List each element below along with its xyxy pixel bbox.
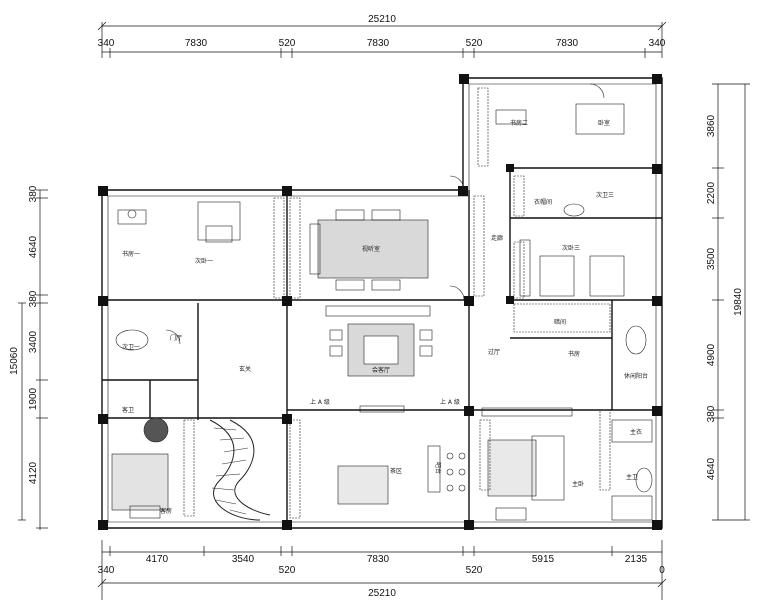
label-dark-room: 暗间 <box>554 318 566 326</box>
right-seg-6: 4640 <box>706 457 717 480</box>
label-master: 主卧 <box>572 480 584 488</box>
label-master-bath: 主卫 <box>626 473 638 481</box>
label-study-1: 书房一 <box>122 250 140 258</box>
top-seg-3: 520 <box>279 38 296 49</box>
label-bedroom-3: 次卧三 <box>562 244 580 252</box>
label-dress-area: 主衣 <box>630 428 642 436</box>
bottom-seg-8: 2135 <box>625 554 648 565</box>
stair-note-left: 上 A 级 <box>310 398 330 406</box>
walls <box>101 77 663 529</box>
right-seg-5: 380 <box>706 405 717 422</box>
label-guest-bath: 客卫 <box>122 406 134 414</box>
left-seg-4: 3400 <box>28 330 39 353</box>
right-seg-2: 2200 <box>706 181 717 204</box>
label-study-small: 书房 <box>568 350 580 358</box>
left-seg-2: 4640 <box>28 235 39 258</box>
label-video-room: 视听室 <box>362 245 380 253</box>
stair-note-right: 上 A 级 <box>440 398 460 406</box>
label-bedroom-top: 卧室 <box>598 119 610 127</box>
top-seg-6: 7830 <box>556 38 579 49</box>
label-foyer: 玄关 <box>239 365 251 373</box>
bottom-seg-9: 0 <box>659 565 665 576</box>
left-seg-6: 4120 <box>28 461 39 484</box>
label-lounge: 茶区 <box>390 467 402 475</box>
structural-columns <box>98 74 662 530</box>
right-total-label: 19840 <box>733 288 744 316</box>
right-seg-1: 3860 <box>706 114 717 137</box>
right-seg-4: 4900 <box>706 343 717 366</box>
left-seg-5: 1900 <box>28 387 39 410</box>
top-seg-7: 340 <box>649 38 666 49</box>
bottom-total-label: 25210 <box>368 588 396 599</box>
label-balcony: 休闲阳台 <box>624 372 648 380</box>
dimension-labels: 25210 340 7830 520 7830 520 7830 340 340… <box>9 14 744 599</box>
label-hall-right: 过厅 <box>488 348 500 356</box>
top-seg-1: 340 <box>98 38 115 49</box>
label-living-room: 会客厅 <box>372 366 390 374</box>
right-seg-3: 3500 <box>706 247 717 270</box>
top-seg-5: 520 <box>466 38 483 49</box>
label-bedroom-2: 次卧一 <box>195 257 213 265</box>
bottom-seg-3: 3540 <box>232 554 255 565</box>
label-bar: 吧台 <box>434 462 442 474</box>
furniture <box>111 83 653 521</box>
bottom-seg-4: 520 <box>279 565 296 576</box>
label-corridor: 走廊 <box>491 234 503 242</box>
label-door-hall: 门厅 <box>170 334 182 342</box>
room-labels: 书房二 卧室 衣帽间 次卫三 走廊 次卧三 书房一 次卧一 视听室 次卫一 门厅… <box>122 119 648 515</box>
bottom-seg-5: 7830 <box>367 554 390 565</box>
bottom-seg-1: 340 <box>98 565 115 576</box>
top-total-label: 25210 <box>368 14 396 25</box>
top-seg-2: 7830 <box>185 38 208 49</box>
label-bath-1: 次卫一 <box>122 343 140 351</box>
top-seg-4: 7830 <box>367 38 390 49</box>
label-study-2: 书房二 <box>510 119 528 127</box>
left-seg-3: 380 <box>28 290 39 307</box>
label-cloakroom: 衣帽间 <box>534 198 552 206</box>
bottom-seg-7: 5915 <box>532 554 555 565</box>
label-bath-3: 次卫三 <box>596 191 614 199</box>
left-total-label: 15060 <box>9 347 20 375</box>
bottom-seg-2: 4170 <box>146 554 169 565</box>
bottom-seg-6: 520 <box>466 565 483 576</box>
left-seg-1: 380 <box>28 185 39 202</box>
label-guest-room: 客房 <box>160 507 172 515</box>
dimension-lines <box>18 21 750 600</box>
